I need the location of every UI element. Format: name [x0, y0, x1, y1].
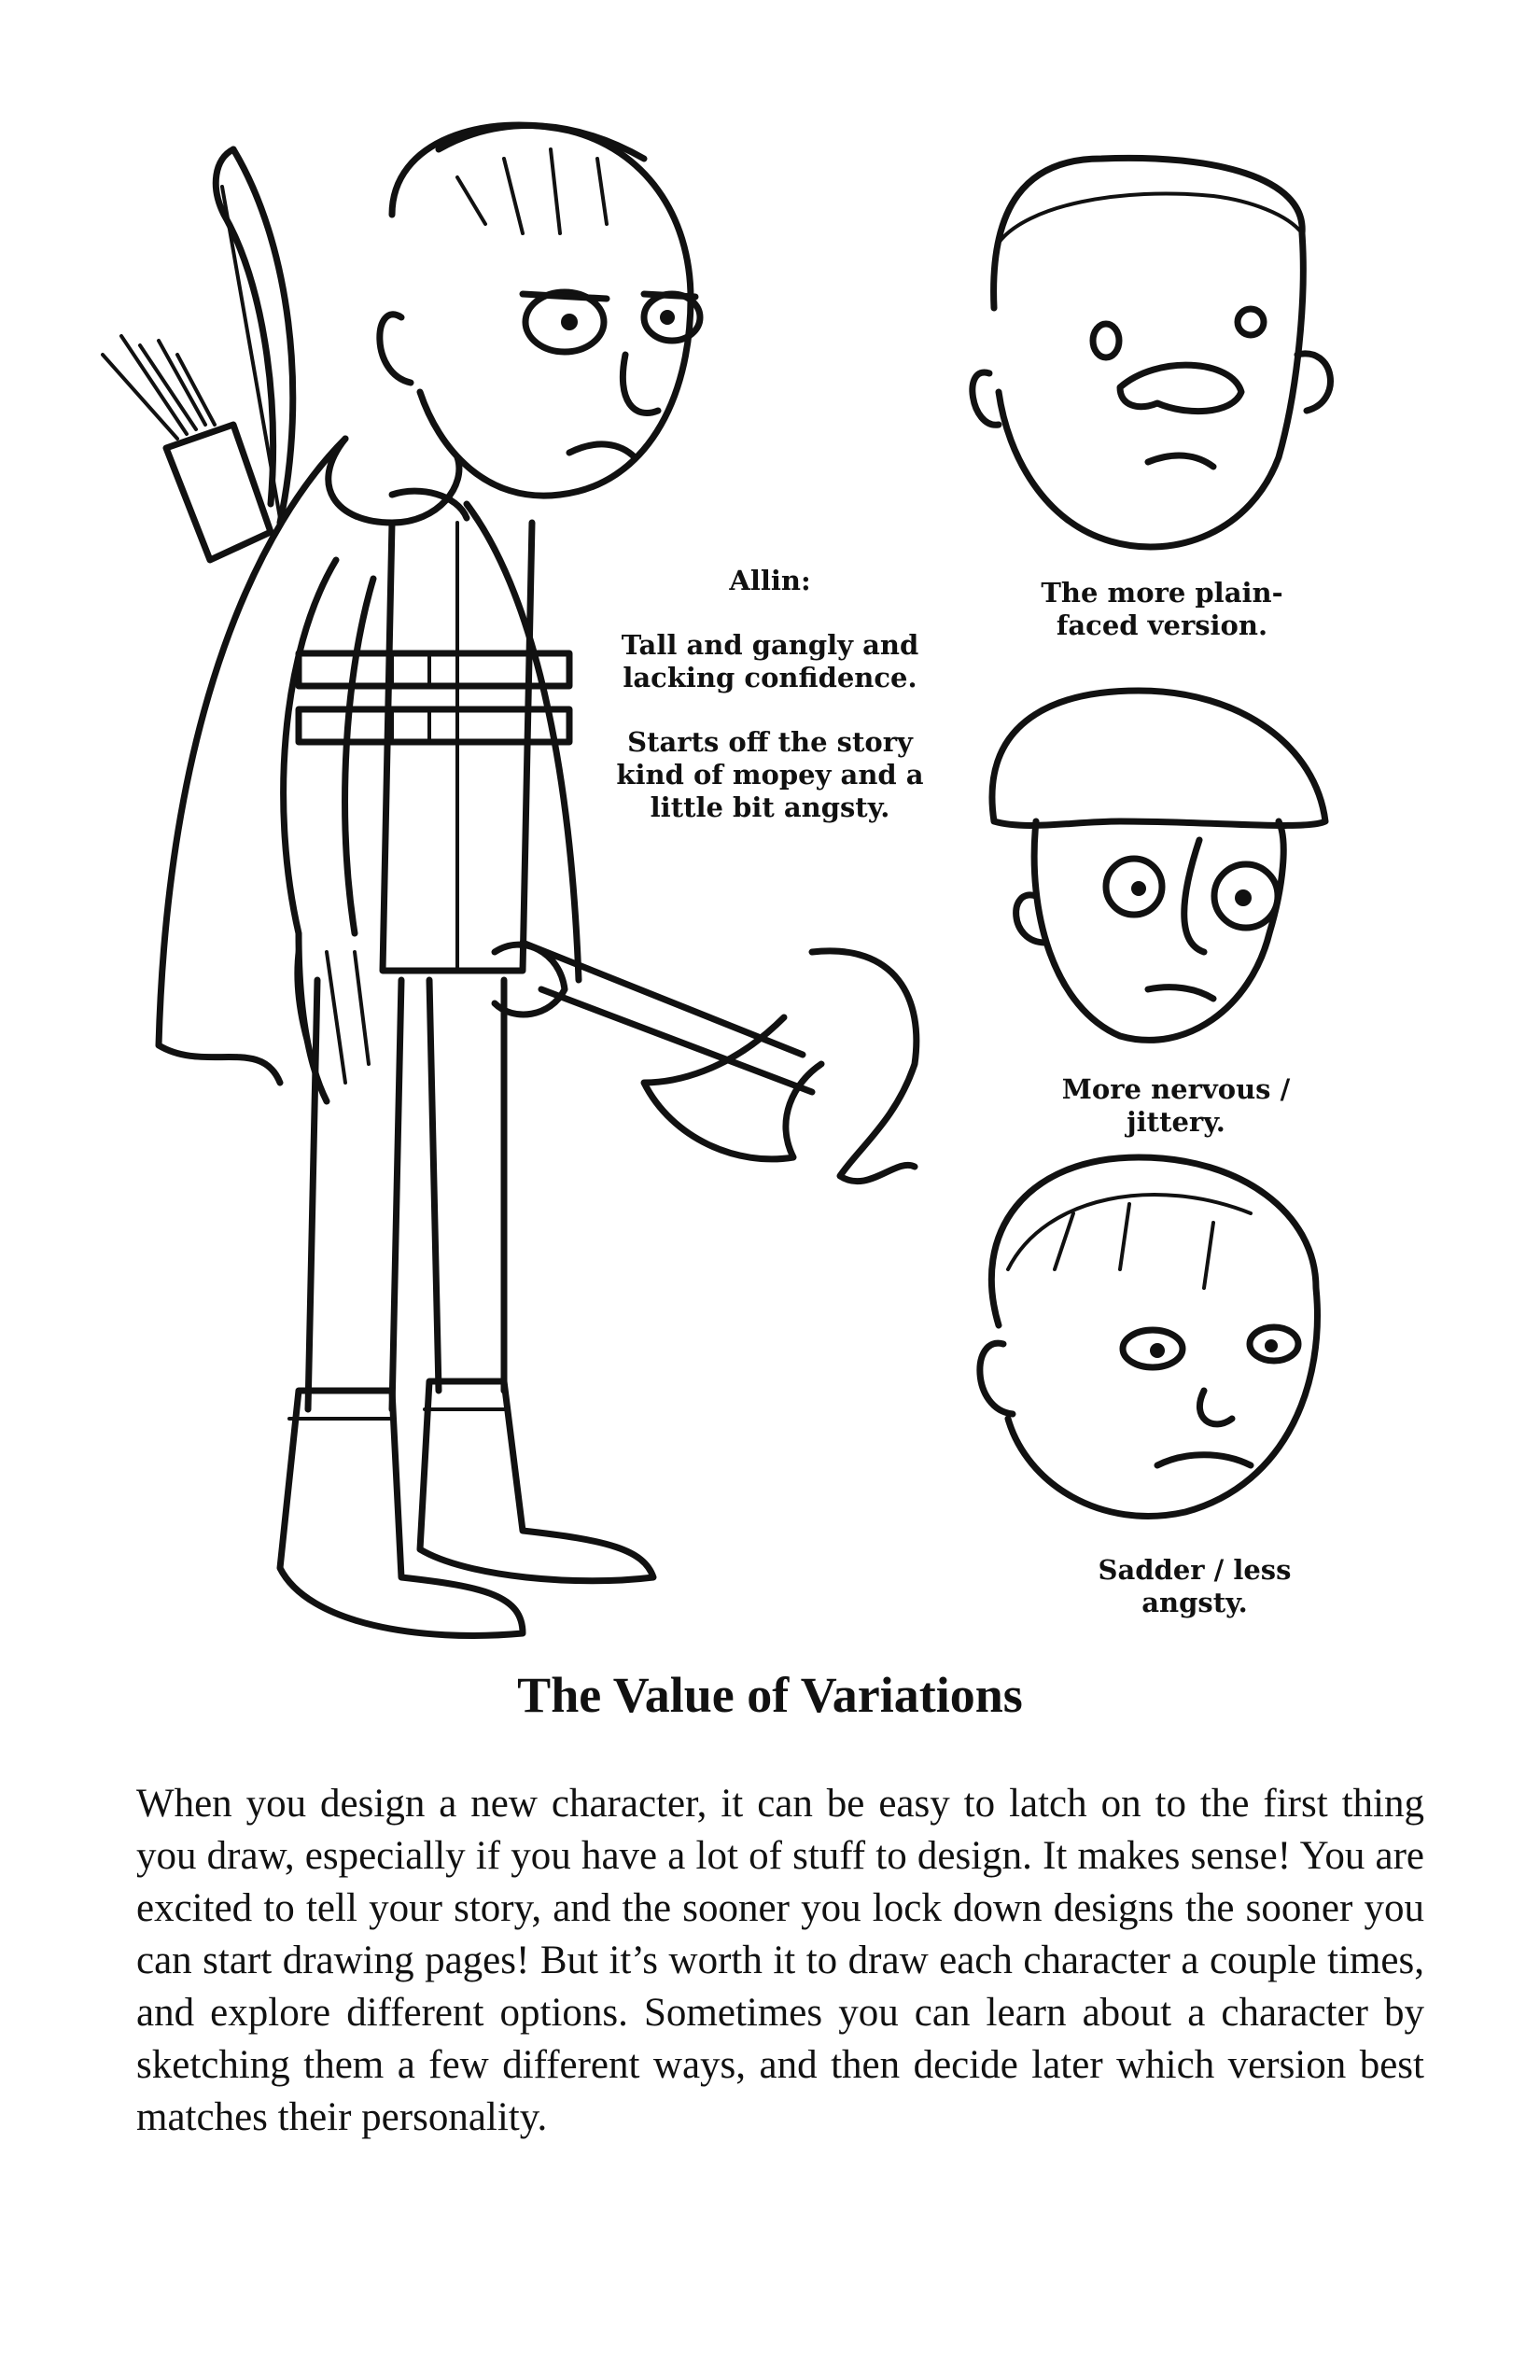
allin-name-label: Allin: — [729, 565, 811, 596]
variant-face-plain-drawing — [969, 154, 1334, 551]
allin-description-1: Tall and gangly and lacking confidence. — [621, 629, 919, 693]
variant-2-caption: More nervous / jittery. — [1061, 1073, 1291, 1138]
allin-caption: Allin: Tall and gangly and lacking confi… — [597, 565, 943, 856]
character-sheet-illustration — [101, 121, 1334, 1639]
variant-1-caption: The more plain-faced version. — [1041, 577, 1283, 641]
body-paragraph: When you design a new character, it can … — [136, 1782, 1424, 2139]
variant-face-nervous-drawing — [988, 687, 1329, 1043]
variant-3-caption: Sadder / less angsty. — [1098, 1554, 1292, 1618]
allin-full-body-drawing — [101, 121, 920, 1639]
illustration-area — [101, 121, 1334, 1639]
allin-description-2: Starts off the story kind of mopey and a… — [616, 726, 924, 823]
variant-face-sad-drawing — [976, 1154, 1321, 1519]
section-title: The Value of Variations — [517, 1667, 1023, 1723]
